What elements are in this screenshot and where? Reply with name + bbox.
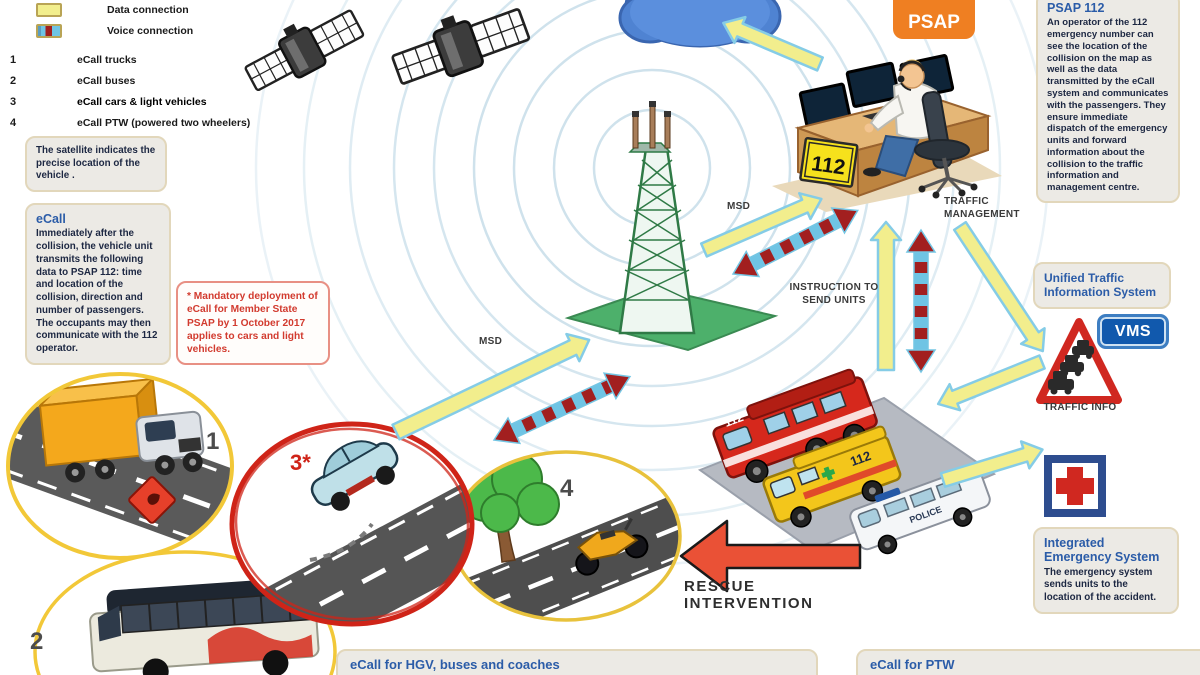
- traffic-management-label: TRAFFIC MANAGEMENT: [944, 196, 1020, 220]
- truck-icon: [37, 376, 205, 483]
- data-connection-swatch: [36, 3, 62, 17]
- satellite-icon: [236, 0, 369, 100]
- satellite-icon: [384, 0, 534, 95]
- marker-4: 4: [560, 475, 574, 502]
- crashed-car-icon: [310, 440, 399, 511]
- legend-item-cars: 3 eCall cars & light vehicles: [10, 94, 250, 110]
- ecall-note-title: eCall: [36, 212, 66, 226]
- mandatory-note-box: * Mandatory deployment of eCall for Memb…: [176, 281, 330, 366]
- marker-1: 1: [206, 428, 220, 455]
- arrow-desk-to-vms: [952, 220, 1046, 353]
- ecall-ptw-title: eCall for PTW: [870, 657, 955, 672]
- rescue-arrow: [679, 519, 862, 593]
- voice-arrow-vehicle-tower: [492, 372, 632, 445]
- legend-label: eCall trucks: [77, 54, 137, 66]
- voice-connection-swatch: [36, 24, 62, 38]
- legend-label: Data connection: [107, 4, 189, 16]
- unified-traffic-box: Unified Traffic Information System: [1033, 262, 1171, 309]
- arrow-msd-tower-to-psap: [699, 192, 823, 258]
- motorcycle-icon: [575, 517, 649, 576]
- satellite-note-box: The satellite indicates the precise loca…: [25, 136, 167, 193]
- police-van-icon: POLICE: [849, 466, 991, 555]
- satellite-note-text: The satellite indicates the precise loca…: [36, 145, 156, 182]
- emergency-cross-icon: [1044, 455, 1106, 517]
- psap-badge-text: PSAP: [908, 12, 960, 33]
- fire-truck-112-text: 112: [722, 410, 745, 430]
- mandatory-note-text: * Mandatory deployment of eCall for Memb…: [187, 291, 318, 355]
- legend-num: 4: [10, 117, 17, 129]
- vms-badge-text: VMS: [1114, 322, 1152, 340]
- office-chair: [914, 90, 978, 199]
- legend-voice-connection: Voice connection: [10, 23, 250, 39]
- rescue-intervention-label: RESCUE INTERVENTION: [684, 578, 814, 612]
- desk-112-sign: 112: [799, 137, 859, 188]
- psap112-note-text: An operator of the 112 emergency number …: [1047, 17, 1169, 194]
- arrow-units-to-desk: [869, 220, 903, 372]
- hazard-sign-icon: [128, 476, 176, 524]
- legend-data-connection: Data connection: [10, 2, 250, 18]
- voice-arrow-desk-units: [905, 228, 937, 374]
- instruction-label: INSTRUCTION TO SEND UNITS: [789, 282, 879, 306]
- marker-3: 3*: [290, 450, 311, 475]
- ptw-scene: [450, 450, 682, 622]
- psap-badge: PSAP: [893, 0, 975, 39]
- integrated-emergency-title: Integrated Emergency System: [1044, 536, 1160, 565]
- legend-label: eCall buses: [77, 75, 136, 87]
- marker-2: 2: [30, 628, 44, 655]
- ecall-hgv-box: eCall for HGV, buses and coaches: [336, 649, 818, 675]
- arrow-vms-to-vehicles: [936, 354, 1046, 412]
- arrow-msd-vehicle-to-tower: [391, 332, 591, 441]
- legend-num: 3: [10, 96, 17, 108]
- vms-badge: VMS: [1097, 314, 1169, 349]
- legend-label: Voice connection: [107, 25, 194, 37]
- arrow-to-cloud: [722, 15, 824, 72]
- bus-scene: [33, 550, 337, 675]
- arrow-to-emergency-system: [939, 440, 1044, 488]
- legend-label: eCall PTW (powered two wheelers): [77, 117, 251, 129]
- ecall-note-box: eCall Immediately after the collision, t…: [25, 203, 171, 365]
- ecall-ptw-box: eCall for PTW: [856, 649, 1200, 675]
- unified-traffic-title: Unified Traffic Information System: [1044, 271, 1157, 300]
- legend-label: eCall cars & light vehicles: [77, 96, 207, 108]
- emergency-vehicles: 112 112 POLICE: [697, 368, 997, 555]
- ecall-hgv-title: eCall for HGV, buses and coaches: [350, 657, 560, 672]
- desk-112-text: 112: [810, 152, 847, 179]
- legend-item-buses: 2 eCall buses: [10, 73, 250, 89]
- psap-operator-desk: 112: [772, 54, 1002, 212]
- ambulance-112-text: 112: [848, 448, 873, 469]
- voice-arrows: [492, 207, 937, 445]
- antenna-tower-icon: [564, 101, 779, 352]
- data-arrows: [391, 15, 1046, 488]
- legend-item-ptw: 4 eCall PTW (powered two wheelers): [10, 115, 250, 131]
- traffic-jam-sign-icon: [1036, 318, 1122, 404]
- psap112-note-title: PSAP 112: [1047, 1, 1105, 15]
- voice-arrow-tower-psap: [731, 207, 859, 278]
- msd-lower-label: MSD: [479, 336, 503, 347]
- msd-upper-label: MSD: [727, 201, 751, 212]
- legend-item-trucks: 1 eCall trucks: [10, 52, 250, 68]
- traffic-info-label: TRAFFIC INFO: [1043, 402, 1117, 413]
- legend: Data connection Voice connection 1 eCall…: [10, 2, 250, 136]
- legend-num: 2: [10, 75, 17, 87]
- integrated-emergency-box: Integrated Emergency System The emergenc…: [1033, 527, 1179, 614]
- integrated-emergency-text: The emergency system sends units to the …: [1044, 566, 1157, 604]
- psap112-note-box: PSAP 112 An operator of the 112 emergenc…: [1036, 0, 1180, 203]
- ecall-note-text: Immediately after the collision, the veh…: [36, 228, 158, 354]
- legend-num: 1: [10, 54, 17, 66]
